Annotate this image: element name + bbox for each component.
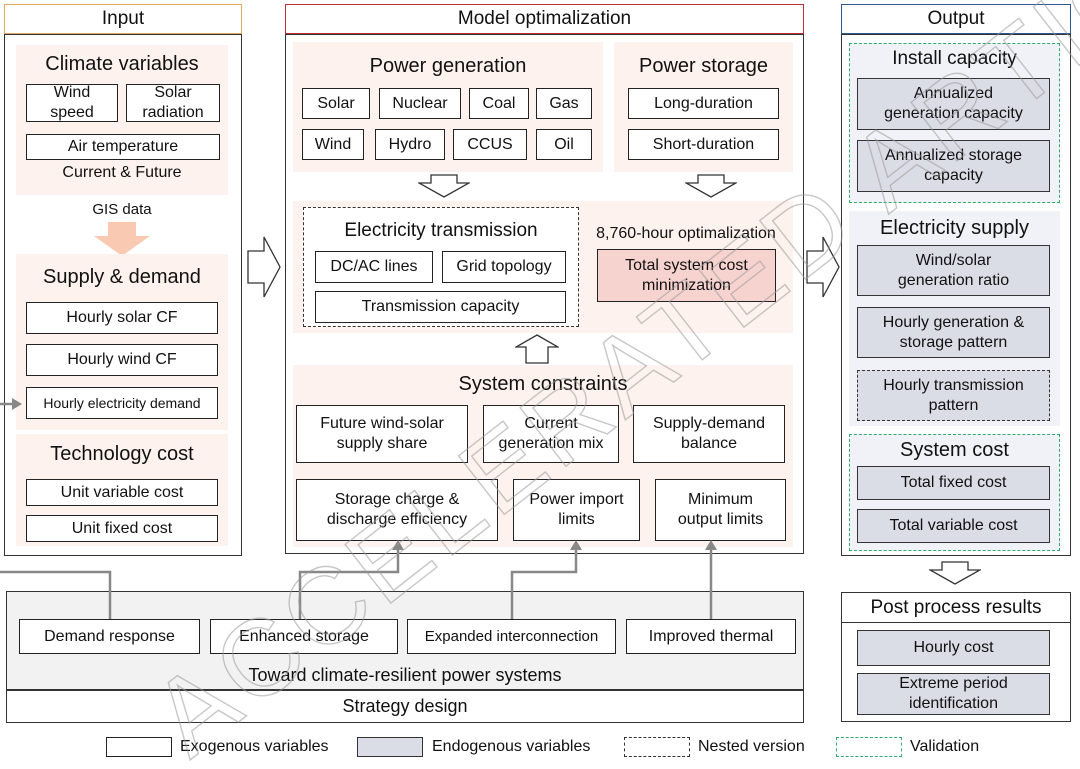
solar-generation-box: Solar (302, 88, 370, 119)
short-duration-storage-box: Short-duration (628, 129, 779, 160)
electricity-transmission-title: Electricity transmission (344, 220, 538, 241)
transmission-capacity-box: Transmission capacity (315, 291, 566, 323)
current-future-label: Current & Future (62, 164, 182, 181)
input-header: Input (4, 4, 242, 34)
solar-radiation-box: Solar radiation (126, 84, 220, 122)
extreme-period-box: Extreme period identification (857, 673, 1050, 715)
oil-generation-box: Oil (536, 129, 592, 160)
coal-generation-box: Coal (469, 88, 529, 119)
power-generation-title: Power generation (369, 55, 527, 77)
electricity-supply-title: Electricity supply (880, 217, 1029, 239)
hourly-electricity-demand-box: Hourly electricity demand (26, 387, 218, 419)
system-constraints-title: System constraints (458, 373, 628, 395)
system-cost-title: System cost (900, 439, 1009, 461)
legend-endogenous-label: Endogenous variables (432, 738, 591, 755)
legend-nested-swatch (624, 737, 690, 757)
nuclear-generation-box: Nuclear (379, 88, 461, 119)
gas-generation-box: Gas (536, 88, 592, 119)
strategy-design-title: Strategy design (342, 696, 468, 716)
generation-down-arrow (418, 174, 470, 198)
hourly-generation-storage-box: Hourly generation & storage pattern (857, 307, 1050, 358)
improved-thermal-box: Improved thermal (626, 619, 796, 654)
interconnection-connector (510, 547, 578, 619)
post-process-divider (841, 622, 1071, 623)
legend-validation-label: Validation (910, 738, 980, 755)
storage-arrowhead (392, 540, 404, 550)
storage-efficiency-box: Storage charge & discharge efficiency (296, 479, 498, 541)
model-to-output-arrow (806, 236, 840, 298)
ccus-generation-box: CCUS (453, 129, 527, 160)
strategy-design-bar: Strategy design (6, 690, 804, 723)
unit-fixed-cost-box: Unit fixed cost (26, 515, 218, 542)
demand-response-box: Demand response (19, 619, 200, 654)
supply-demand-balance-box: Supply-demand balance (633, 405, 785, 463)
annualized-generation-capacity-box: Annualized generation capacity (857, 78, 1050, 130)
expanded-interconnection-box: Expanded interconnection (407, 619, 616, 654)
technology-cost-title: Technology cost (50, 443, 194, 465)
hourly-transmission-pattern-box: Hourly transmission pattern (857, 370, 1050, 421)
supply-demand-title: Supply & demand (43, 266, 201, 288)
gis-down-arrow (94, 222, 150, 256)
import-arrowhead (570, 540, 582, 550)
dc-ac-lines-box: DC/AC lines (315, 251, 433, 283)
minimum-output-limits-box: Minimum output limits (655, 479, 786, 541)
model-title: Model optimalization (457, 8, 632, 29)
post-process-title: Post process results (870, 597, 1042, 618)
output-title: Output (927, 8, 985, 29)
legend-nested-label: Nested version (698, 738, 805, 755)
storage-down-arrow (685, 174, 737, 198)
demand-arrowhead (12, 398, 22, 410)
gis-data-label: GIS data (92, 201, 152, 218)
legend-exogenous-label: Exogenous variables (180, 738, 329, 755)
enhanced-storage-box: Enhanced storage (210, 619, 398, 654)
power-storage-title: Power storage (639, 55, 768, 77)
wind-generation-box: Wind (302, 129, 364, 160)
wind-speed-box: Wind speed (26, 84, 118, 122)
grid-topology-box: Grid topology (442, 251, 566, 283)
hydro-generation-box: Hydro (375, 129, 445, 160)
air-temperature-box: Air temperature (26, 134, 220, 160)
long-duration-storage-box: Long-duration (628, 88, 779, 119)
input-title: Input (101, 8, 145, 29)
total-fixed-cost-box: Total fixed cost (857, 466, 1050, 500)
output-down-arrow (929, 561, 981, 585)
future-wind-solar-share-box: Future wind-solar supply share (296, 405, 468, 463)
total-cost-minimization-box: Total system cost minimization (597, 249, 776, 302)
hourly-optimization-title: 8,760-hour optimalization (596, 225, 776, 242)
model-header: Model optimalization (285, 4, 804, 34)
install-capacity-title: Install capacity (892, 48, 1017, 69)
constraints-up-arrow (515, 334, 559, 364)
unit-variable-cost-box: Unit variable cost (26, 479, 218, 506)
hourly-wind-cf-box: Hourly wind CF (26, 344, 218, 376)
power-import-limits-box: Power import limits (513, 479, 640, 541)
thermal-arrowhead (705, 540, 717, 550)
output-header: Output (841, 4, 1071, 34)
demand-response-connector (0, 570, 112, 619)
climate-variables-title: Climate variables (45, 53, 199, 75)
current-generation-mix-box: Current generation mix (483, 405, 619, 463)
total-variable-cost-box: Total variable cost (857, 509, 1050, 543)
input-to-model-arrow (247, 236, 281, 298)
hourly-solar-cf-box: Hourly solar CF (26, 302, 218, 334)
annualized-storage-capacity-box: Annualized storage capacity (857, 140, 1050, 192)
legend-exogenous-swatch (106, 737, 172, 757)
legend-validation-swatch (836, 737, 902, 757)
wind-solar-ratio-box: Wind/solar generation ratio (857, 245, 1050, 296)
enhanced-storage-connector (298, 547, 400, 619)
hourly-cost-box: Hourly cost (857, 630, 1050, 666)
strategy-caption: Toward climate-resilient power systems (248, 665, 562, 685)
legend-endogenous-swatch (357, 737, 423, 757)
